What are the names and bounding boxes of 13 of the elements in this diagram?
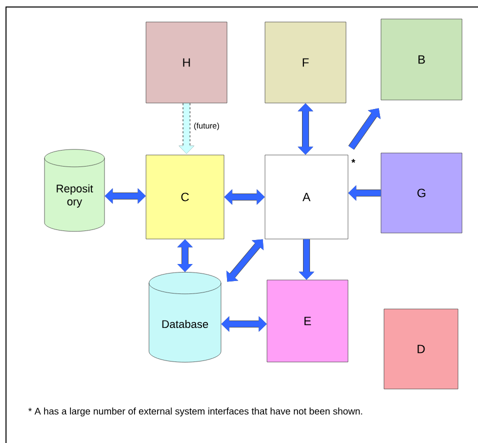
system-box: E <box>266 280 348 362</box>
edge-label: (future) <box>192 122 220 132</box>
system-box: H <box>146 22 228 104</box>
system-box: A <box>264 154 348 240</box>
system-box: D <box>384 308 458 390</box>
system-box: F <box>264 22 346 104</box>
system-box: B <box>380 18 462 100</box>
footnote-mark: * <box>351 159 356 163</box>
cylinder: Database <box>148 272 222 362</box>
system-box: C <box>146 154 224 240</box>
system-box: G <box>380 152 462 234</box>
cylinder: Reposit ory <box>44 149 105 232</box>
footnote: * A has a large number of external system interfaces that have not been shown. <box>28 408 362 416</box>
